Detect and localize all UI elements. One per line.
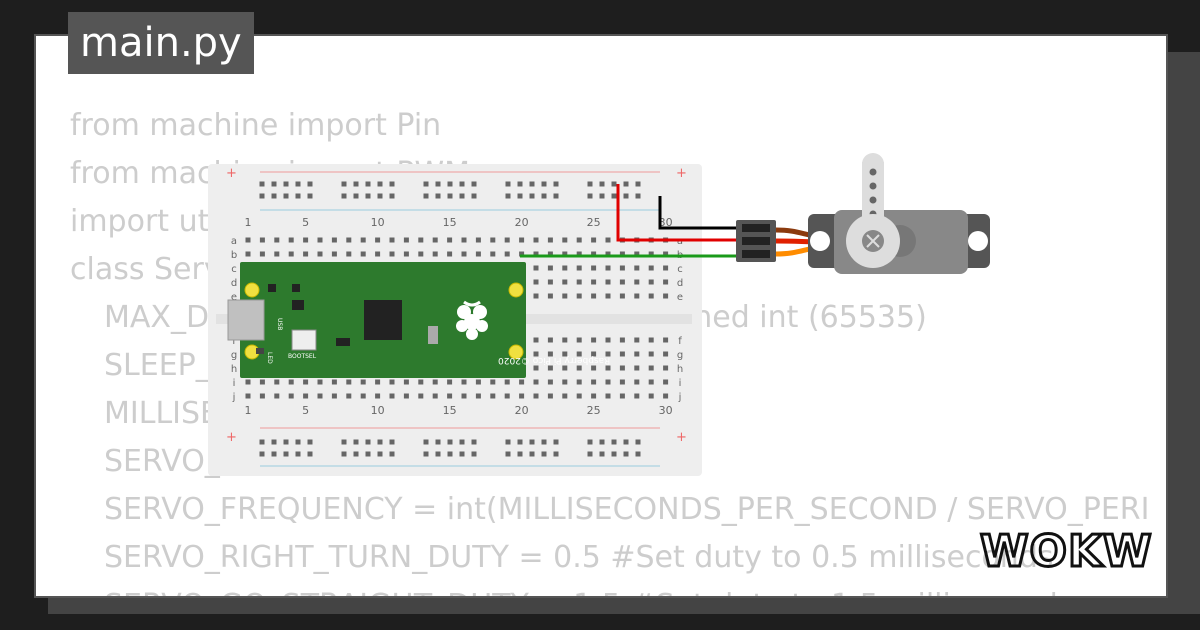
- code-line: SERVO_RIGHT_TURN_DUTY = 0.5 #Set duty to…: [104, 540, 1054, 575]
- wokwi-logo[interactable]: WOKWi: [976, 524, 1153, 580]
- wokwi-logo-text: WOKWi: [980, 526, 1152, 577]
- code-line: from machine import Pin: [70, 108, 442, 143]
- file-tab[interactable]: main.py: [68, 12, 254, 74]
- code-line: SERVO_FREQUENCY = int(MILLISECONDS_PER_S…: [104, 492, 1150, 527]
- code-line: SERVO_GO_STRAIGHT_DUTY = 1.5 #Set duty t…: [104, 586, 1073, 596]
- breadboard: [208, 164, 702, 476]
